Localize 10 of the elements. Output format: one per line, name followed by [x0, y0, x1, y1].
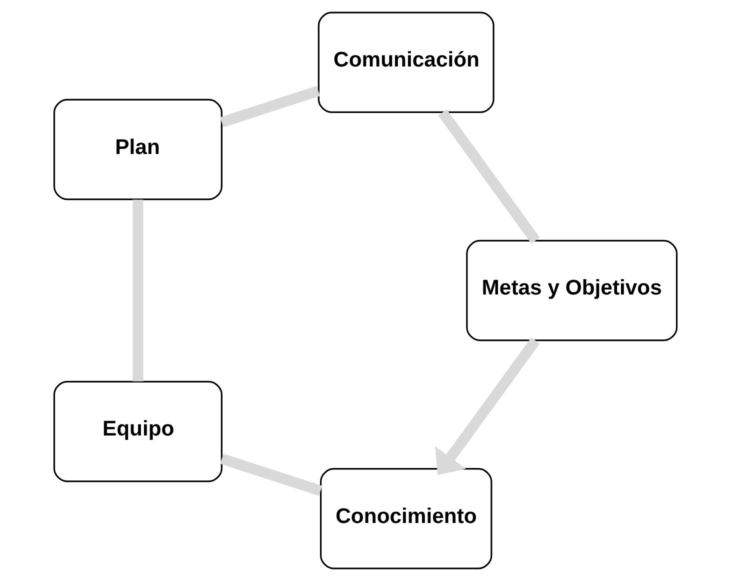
connector [220, 454, 322, 496]
node-box: Metas y Objetivos [466, 240, 678, 342]
node-box: Plan [53, 98, 222, 200]
connector [132, 200, 144, 382]
arrow [435, 337, 540, 476]
node-box: Comunicación [318, 12, 494, 113]
connector [438, 109, 540, 244]
node-box: Equipo [53, 380, 222, 482]
connector [220, 86, 320, 128]
node-box: Conocimiento [320, 468, 492, 570]
